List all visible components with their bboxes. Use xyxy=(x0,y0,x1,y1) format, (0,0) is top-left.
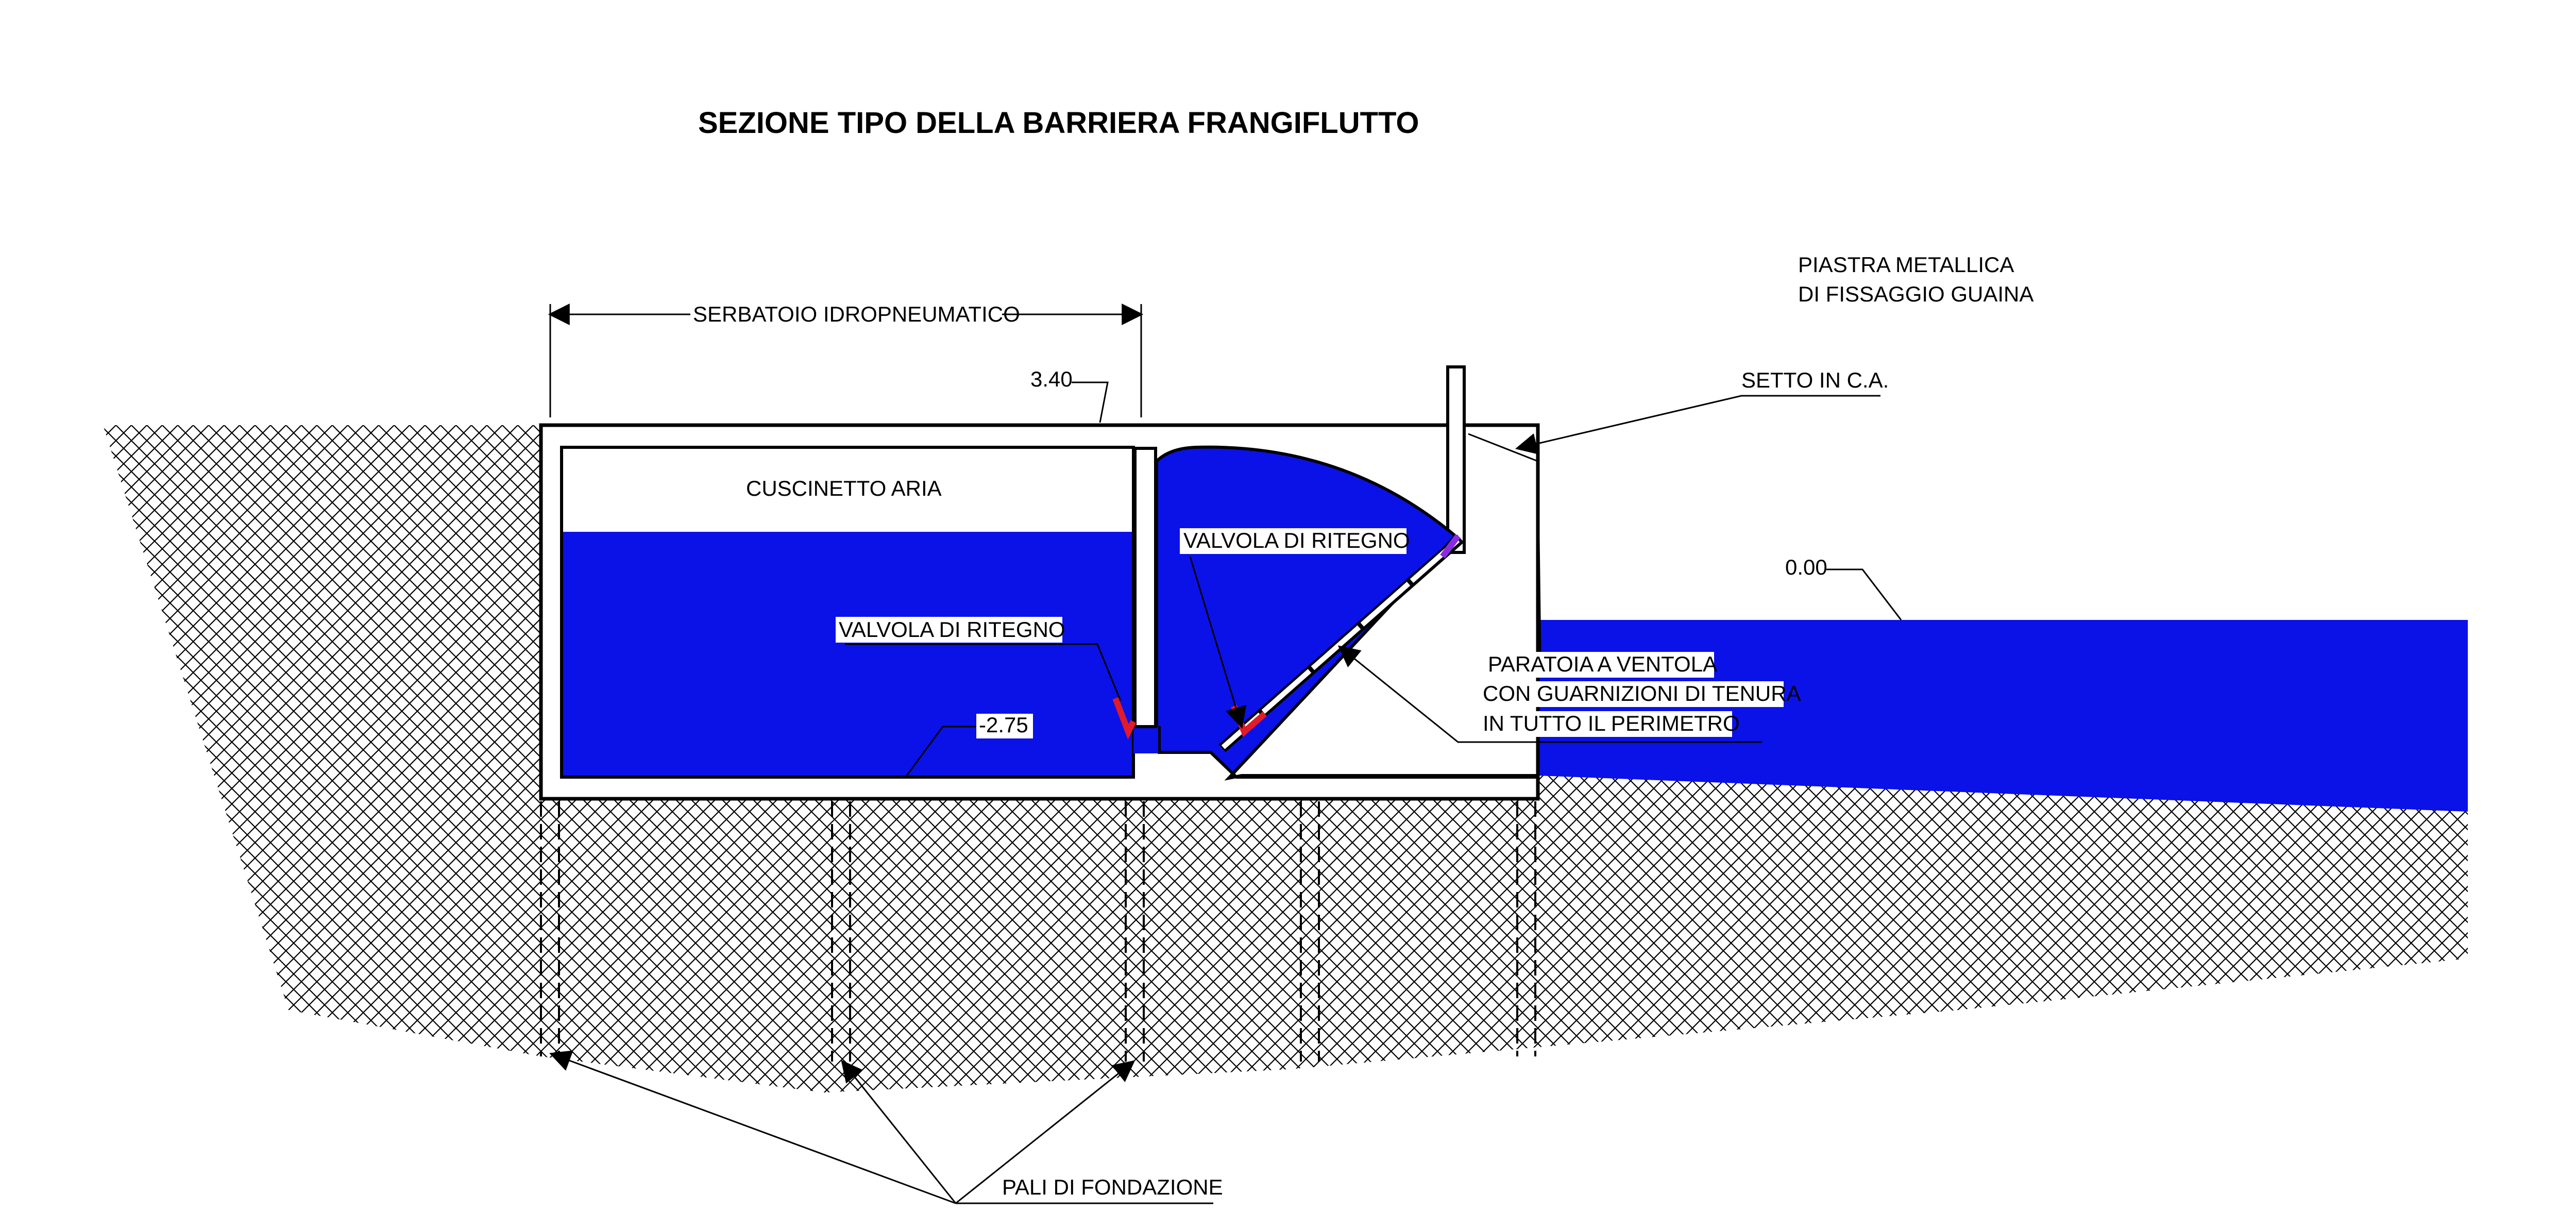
paratoia-box-1 xyxy=(1485,652,1714,678)
paratoia-leader xyxy=(1337,645,1762,743)
soil-hatched-ground xyxy=(103,425,2468,1092)
setto-wall-leader xyxy=(1468,433,1541,655)
valvola-right-leader xyxy=(1189,556,1247,729)
piastra-label-line1: PIASTRA METALLICA xyxy=(1798,253,2014,277)
level-sea-label: 0.00 xyxy=(1785,555,1827,579)
piastra-label-line2: DI FISSAGGIO GUAINA xyxy=(1798,282,2033,306)
level-bottom-box xyxy=(976,714,1033,738)
check-valve-left xyxy=(1112,697,1137,739)
paratoia-label-line2: CON GUARNIZIONI DI TENURA xyxy=(1483,681,1801,705)
serbatoio-label: SERBATOIO IDROPNEUMATICO xyxy=(693,302,1020,326)
foundation-piles xyxy=(540,801,1536,1062)
paratoia-label-line1: PARATOIA A VENTOLA xyxy=(1488,652,1717,676)
level-top-label: 3.40 xyxy=(1030,367,1073,391)
left-chamber-water xyxy=(563,532,1132,776)
chamber-divider-wall xyxy=(1133,447,1157,728)
paratoia-label-line3: IN TUTTO IL PERIMETRO xyxy=(1483,711,1740,735)
cuscinetto-label: CUSCINETTO ARIA xyxy=(746,476,942,500)
pali-leaders xyxy=(549,1050,1213,1204)
level-bottom-label: -2.75 xyxy=(979,713,1028,737)
gate-seal xyxy=(1440,534,1461,559)
paratoia-box-2 xyxy=(1480,681,1784,707)
valvola-left-label: VALVOLA DI RITEGNO xyxy=(839,617,1065,642)
drawing-title: SEZIONE TIPO DELLA BARRIERA FRANGIFLUTTO xyxy=(698,106,1419,140)
flap-gate-inner xyxy=(1221,538,1460,749)
chamber-connector xyxy=(1133,727,1158,753)
valvola-right-box xyxy=(1180,528,1406,554)
setto-leader xyxy=(1515,395,1880,455)
serbatoio-dimension xyxy=(548,304,1144,417)
level-top-leader xyxy=(1072,381,1109,423)
valvola-left-leader xyxy=(845,643,1122,701)
paratoia-box-3 xyxy=(1480,711,1732,737)
valvola-left-box xyxy=(836,617,1062,643)
pali-label: PALI DI FONDAZIONE xyxy=(1002,1175,1223,1199)
level-bottom-leader xyxy=(906,726,976,776)
valvola-right-label: VALVOLA DI RITEGNO xyxy=(1183,528,1410,552)
setto-wall xyxy=(1446,365,1466,554)
setto-label: SETTO IN C.A. xyxy=(1741,368,1889,392)
level-sea-leader xyxy=(1826,568,1902,620)
